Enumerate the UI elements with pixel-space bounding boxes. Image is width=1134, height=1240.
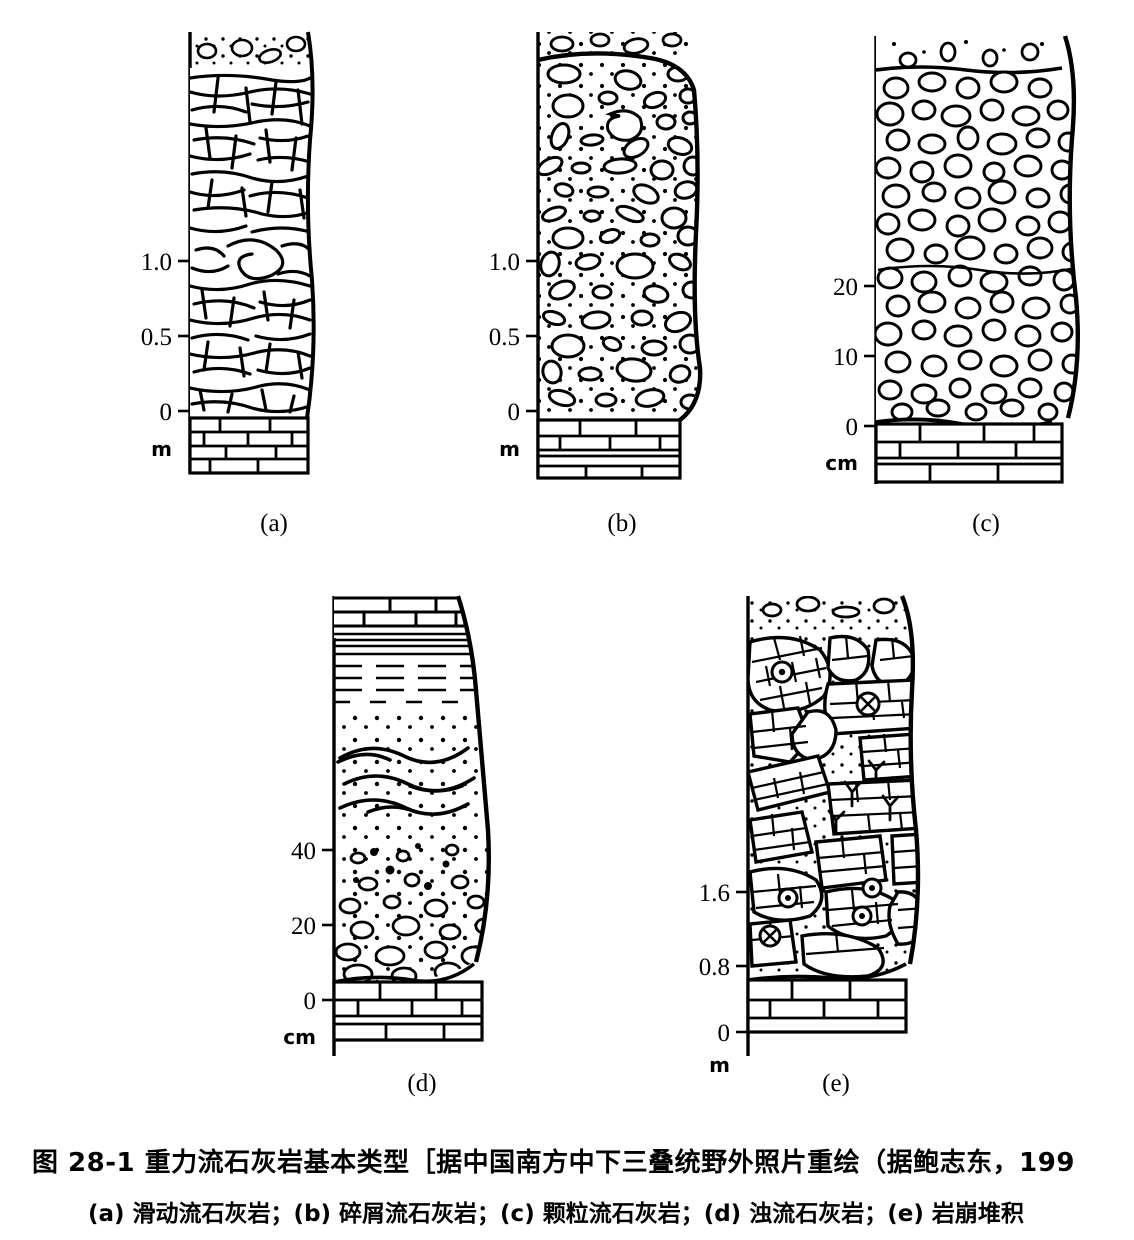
panel-b-debris-body <box>538 54 701 419</box>
panel-c-graphic: 20 10 0 cm <box>825 35 1080 484</box>
panel-b-label: (b) <box>607 510 637 537</box>
figure-caption-line-1: 图 28-1 重力流石灰岩基本类型［据中国南方中下三叠统野外照片重绘（据鲍志东，… <box>32 1148 1075 1178</box>
panel-b-limestone-base <box>536 418 682 480</box>
panel-a-top-scatter <box>190 32 310 74</box>
panel-e-limestone-base <box>746 978 908 1034</box>
panel-b: 1.0 0.5 0 m <box>450 18 760 537</box>
panel-d-limestone-base <box>332 980 484 1042</box>
panel-e-tick-1: 0.8 <box>699 954 730 981</box>
panel-d-unit: cm <box>283 1025 316 1049</box>
panel-b-unit: m <box>499 437 520 461</box>
panel-a-label: (a) <box>260 510 288 537</box>
panel-b-scale-axis <box>526 32 540 478</box>
panel-c-tick-2: 0 <box>846 414 859 441</box>
panel-c-tick-1: 10 <box>833 344 858 371</box>
panel-c-grain-body <box>876 36 1078 426</box>
panel-a-tick-2: 0 <box>160 399 173 426</box>
panel-b-graphic: 1.0 0.5 0 m <box>489 32 703 480</box>
panel-a-limestone-base <box>188 416 310 475</box>
panel-d-tick-0: 40 <box>291 838 316 865</box>
panel-c-scale-axis <box>864 36 878 484</box>
figure-caption-line-2: (a) 滑动流石灰岩；(b) 碎屑流石灰岩；(c) 颗粒流石灰岩；(d) 浊流石… <box>88 1201 1024 1227</box>
panel-b-tick-2: 0 <box>508 399 521 426</box>
panel-e-basal-contact <box>747 962 907 982</box>
panel-b-tick-0: 1.0 <box>489 249 520 276</box>
panel-c-right-margin <box>1062 35 1080 419</box>
panel-a: 1.0 0.5 0 m <box>100 18 400 537</box>
panel-e-right-margin <box>899 595 921 965</box>
panel-b-margin <box>537 51 703 422</box>
panel-a-slump-body <box>190 68 313 418</box>
panel-e-scale-axis <box>736 596 750 1056</box>
panel-d-bouma-body <box>334 596 489 981</box>
panel-d-scale-axis <box>322 596 336 1056</box>
panel-e-unit: m <box>709 1053 730 1077</box>
panel-a-scale-axis <box>178 32 192 473</box>
panel-c-tick-0: 20 <box>833 274 858 301</box>
panel-b-tick-1: 0.5 <box>489 324 520 351</box>
panel-c-limestone-base <box>874 422 1064 484</box>
panel-e-tick-0: 1.6 <box>699 880 730 907</box>
panel-e-rockfall-body <box>748 596 918 980</box>
panel-a-tick-0: 1.0 <box>141 249 172 276</box>
panel-d-label: (d) <box>407 1070 437 1097</box>
panel-d-graphic: 40 20 0 cm <box>283 595 491 1056</box>
panel-d-tick-2: 0 <box>304 988 317 1015</box>
panel-e-label: (e) <box>822 1070 850 1097</box>
panel-a-right-margin <box>305 31 316 419</box>
panel-e-fossil-symbols <box>758 660 900 948</box>
panel-c-label: (c) <box>972 510 1000 537</box>
panel-a-unit: m <box>151 437 172 461</box>
panel-b-top-scatter <box>538 32 694 62</box>
panel-d-right-margin <box>455 595 491 963</box>
panel-d-tick-1: 20 <box>291 913 316 940</box>
panel-e-graphic: 1.6 0.8 0 m <box>699 595 921 1077</box>
panel-d: 40 20 0 cm <box>240 580 570 1080</box>
panel-c-unit: cm <box>825 451 858 475</box>
panel-e-tick-2: 0 <box>718 1020 731 1047</box>
panel-e: 1.6 0.8 0 m <box>640 580 980 1080</box>
panel-a-tick-1: 0.5 <box>141 324 172 351</box>
panel-a-graphic: 1.0 0.5 0 m <box>141 31 316 475</box>
panel-d-basal-contact <box>333 962 476 984</box>
panel-c: 20 10 0 cm <box>790 18 1120 537</box>
